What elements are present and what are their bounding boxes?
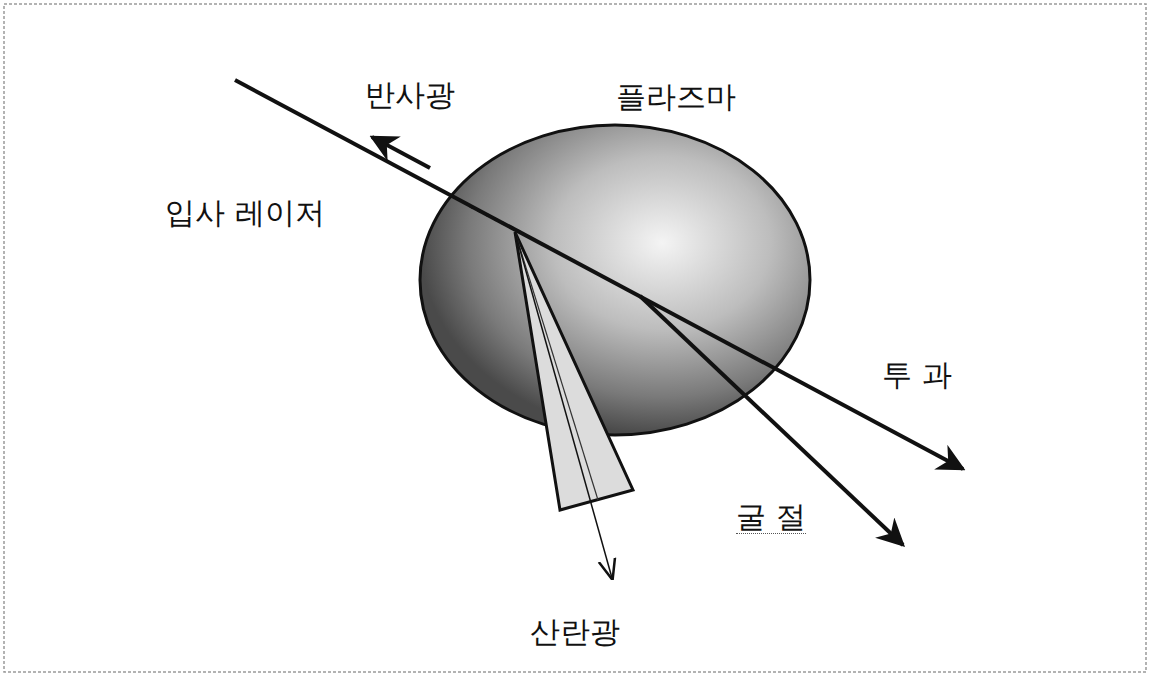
reflected-light-label: 반사광 bbox=[365, 78, 455, 111]
scatter-arrow bbox=[515, 232, 612, 578]
scattered-light-label: 산란광 bbox=[530, 615, 620, 648]
dashed-frame bbox=[4, 4, 1146, 672]
plasma-region: 플라즈마 bbox=[420, 78, 812, 438]
entry-dots bbox=[470, 206, 520, 232]
refracted-beam bbox=[640, 296, 903, 545]
scatter-cone-line bbox=[515, 232, 598, 500]
laser-beam bbox=[235, 80, 963, 469]
reflected-beam bbox=[372, 137, 430, 168]
plasma-ellipse bbox=[420, 78, 812, 438]
plasma-ellipse-shape bbox=[420, 125, 810, 435]
region-label: 플라즈마 bbox=[616, 80, 736, 113]
transmission-label: 투 과 bbox=[882, 358, 952, 391]
incident-laser-label: 입사 레이저 bbox=[165, 196, 325, 229]
refraction-label: 굴 절 bbox=[736, 500, 806, 534]
scatter-cone bbox=[515, 232, 633, 510]
